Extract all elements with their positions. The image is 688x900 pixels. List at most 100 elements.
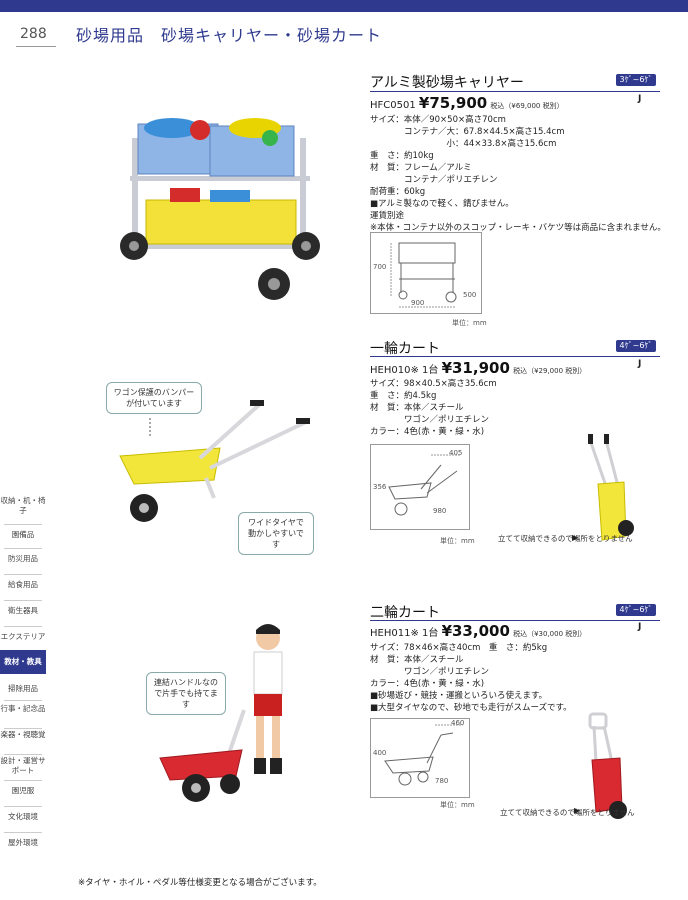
spec-line: 重 さ：約4.5kg: [370, 391, 437, 401]
dim-height: 700: [373, 263, 387, 271]
title-rule: [370, 620, 660, 621]
side-index-separator: [4, 754, 42, 755]
side-index-separator: [4, 524, 42, 525]
side-index-item[interactable]: エクステリア: [0, 632, 46, 641]
spec-list: サイズ：本体／90×50×高さ70cm コンテナ／大：67.8×44.5×高さ1…: [370, 114, 666, 234]
dim-depth: 460: [451, 719, 465, 727]
spec-line: コンテナ／大：67.8×44.5×高さ15.4cm: [370, 127, 565, 137]
side-index-item[interactable]: 掃除用品: [8, 684, 38, 693]
spec-line: 材 質：フレーム／アルミ: [370, 163, 472, 173]
side-index-item[interactable]: 行事・記念品: [0, 704, 46, 713]
spec-line: ※本体・コンテナ以外のスコップ・レーキ・バケツ等は商品に含まれません。: [370, 223, 666, 233]
dimension-diagram-carrier: 700 900 500: [370, 232, 482, 314]
two-wheel-cart-photo: [159, 624, 283, 802]
footnote: ※タイヤ・ホイル・ペダル等仕様変更となる場合がございます。: [78, 878, 322, 888]
side-index-separator: [4, 806, 42, 807]
dim-width: 780: [435, 777, 449, 785]
dim-height: 356: [373, 483, 387, 491]
dim-height: 400: [373, 749, 387, 757]
storage-caption: 立てて収納できるので場所をとりません: [500, 808, 635, 817]
side-index-separator: [4, 832, 42, 833]
side-index-item-active[interactable]: 教材・教具: [0, 650, 46, 674]
side-index-item[interactable]: 文化環境: [8, 812, 38, 821]
side-index-item[interactable]: 園備品: [11, 530, 35, 539]
product-code: HEH010※ 1台: [370, 365, 439, 376]
dimension-diagram-wheelbarrow: 356 980 405: [370, 444, 470, 530]
page-number: 288: [20, 26, 47, 42]
spec-list: サイズ：98×40.5×高さ35.6cm 重 さ：約4.5kg 材 質：本体／ス…: [370, 378, 497, 438]
dim-depth: 500: [463, 291, 477, 299]
spec-list: サイズ：78×46×高さ40cm 重 さ：約5kg 材 質：本体／スチール ワゴ…: [370, 642, 572, 714]
spec-line: カラー：4色(赤・黄・緑・水): [370, 679, 485, 689]
side-index-separator: [4, 700, 42, 701]
dim-width: 900: [411, 299, 425, 307]
spec-line: ■アルミ製なので軽く、錆びません。: [370, 199, 514, 209]
top-color-bar: [0, 0, 688, 12]
two-wheel-cart-standing-photo: [588, 712, 627, 819]
carrier-line-drawing: [390, 242, 457, 308]
side-index-item[interactable]: 園児服: [11, 786, 35, 795]
side-index-item[interactable]: 防災用品: [8, 554, 38, 563]
j-mark: J: [638, 94, 642, 104]
spec-line: ワゴン／ポリエチレン: [370, 667, 490, 677]
side-index-item[interactable]: 衛生器具: [8, 606, 38, 615]
product-title-carrier: アルミ製砂場キャリヤー: [370, 75, 524, 91]
side-index-item[interactable]: 給食用品: [8, 580, 38, 589]
side-index-separator: [4, 600, 42, 601]
arrow-right-icon: ▶: [574, 806, 581, 815]
product-price: ¥75,900: [418, 94, 488, 112]
product-title-wheelbarrow: 一輪カート: [370, 341, 440, 357]
product-price: ¥33,000: [441, 622, 510, 640]
spec-line: 運賃別途: [370, 211, 405, 221]
spec-line: 重 さ：約10kg: [370, 151, 434, 161]
wheelbarrow-line-drawing: [388, 454, 461, 516]
age-badge-wheelbarrow: 4ｹﾞ~6ｹﾞ: [616, 340, 656, 352]
side-index-item[interactable]: 楽器・視聴覚: [0, 730, 46, 739]
tax-note: 税込（¥29,000 税別）: [513, 367, 587, 375]
carrier-photo: [120, 118, 320, 300]
spec-line: ■砂場遊び・競技・運搬といろいろ使えます。: [370, 691, 548, 701]
wheelbarrow-standing-photo: [588, 434, 634, 541]
spec-line: カラー：4色(赤・黄・緑・水): [370, 427, 485, 437]
j-mark: J: [638, 622, 642, 632]
two-wheel-cart-line-drawing: [384, 724, 463, 786]
tax-note: 税込（¥69,000 税別）: [490, 102, 564, 110]
storage-caption: 立てて収納できるので場所をとりません: [498, 534, 633, 543]
title-rule: [370, 91, 660, 92]
side-index-separator: [4, 780, 42, 781]
side-index-separator: [4, 728, 42, 729]
product-code-line: HFC0501 ¥75,900 税込（¥69,000 税別）: [370, 94, 564, 112]
product-code: HFC0501: [370, 100, 416, 111]
spec-line: ワゴン／ポリエチレン: [370, 415, 490, 425]
side-index-item[interactable]: 屋外環境: [8, 838, 38, 847]
side-index-separator: [4, 548, 42, 549]
side-index-item[interactable]: 設計・運営サポート: [0, 756, 46, 775]
product-code-line: HEH010※ 1台 ¥31,900 税込（¥29,000 税別）: [370, 359, 586, 377]
age-badge-two-wheel-cart: 4ｹﾞ~6ｹﾞ: [616, 604, 656, 616]
spec-line: サイズ：本体／90×50×高さ70cm: [370, 115, 506, 125]
dim-width: 980: [433, 507, 447, 515]
callout-wide-tire: ワイドタイヤで動かしやすいです: [238, 512, 314, 555]
callout-bumper: ワゴン保護のバンパーが付いています: [106, 382, 202, 414]
j-mark: J: [638, 359, 642, 369]
wheelbarrow-photo: [119, 400, 310, 522]
dim-depth: 405: [449, 449, 463, 457]
side-index-item[interactable]: 収納・机・椅子: [0, 496, 46, 515]
product-code-line: HEH011※ 1台 ¥33,000 税込（¥30,000 税別）: [370, 622, 586, 640]
unit-label: 単位：mm: [440, 537, 475, 545]
product-title-two-wheel-cart: 二輪カート: [370, 605, 440, 621]
tax-note: 税込（¥30,000 税別）: [513, 630, 587, 638]
spec-line: 小：44×33.8×高さ15.6cm: [370, 139, 557, 149]
spec-line: ■大型タイヤなので、砂地でも走行がスムーズです。: [370, 703, 572, 713]
spec-line: サイズ：98×40.5×高さ35.6cm: [370, 379, 497, 389]
page-number-rule: [16, 46, 56, 47]
category-title: 砂場用品 砂場キャリヤー・砂場カート: [76, 26, 383, 45]
unit-label: 単位：mm: [440, 801, 475, 809]
arrow-right-icon: ▶: [572, 533, 579, 542]
spec-line: 耐荷重：60kg: [370, 187, 426, 197]
product-code: HEH011※ 1台: [370, 628, 439, 639]
title-rule: [370, 356, 660, 357]
callout-handle: 連結ハンドルなので片手でも持てます: [146, 672, 226, 715]
side-index-separator: [4, 626, 42, 627]
age-badge-carrier: 3ｹﾞ~6ｹﾞ: [616, 74, 656, 86]
